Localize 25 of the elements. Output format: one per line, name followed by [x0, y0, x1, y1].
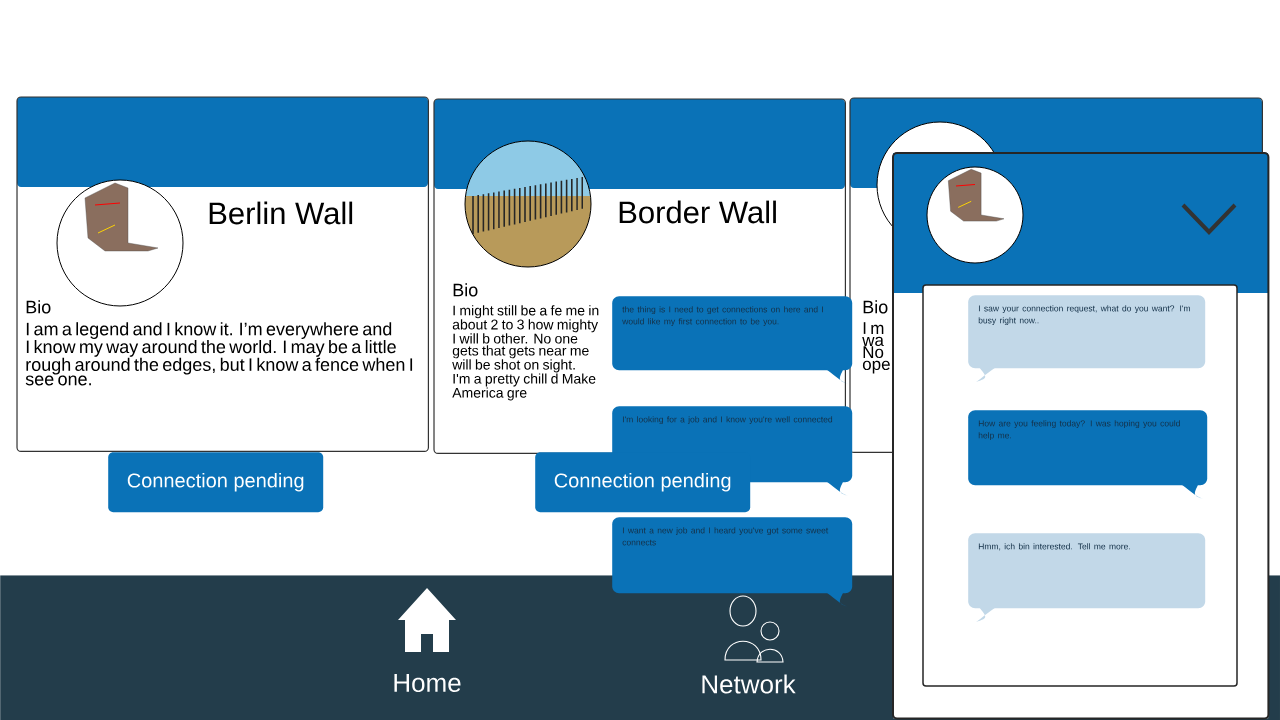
- nav-label: Home: [394, 673, 461, 693]
- message-text: I'm looking for a job and I know you're well connected: [623, 416, 833, 425]
- bio-text: I might still be a fe me in about 2 to 3 how mighty I will b other. No one gets that gets near me will be shot on sight. I'm a pretty chill d Make America gre: [452, 305, 599, 401]
- message-text: the thing is I need to get connections on here and I would like my first connection to be you.: [622, 306, 823, 327]
- pending-button: Connection pending: [108, 452, 324, 513]
- chat-bubble: [968, 295, 1206, 382]
- bio-heading: Bio: [453, 283, 478, 297]
- nav-label: Network: [702, 674, 796, 694]
- chat-bubble: [612, 296, 853, 384]
- chat-bubble: [968, 533, 1206, 622]
- message-text: Hmm, ich bin interested. Tell me more.: [978, 543, 1130, 551]
- message-text: How are you feeling today? I was hoping you could help me.: [978, 420, 1180, 441]
- pending-button: Connection pending: [535, 452, 751, 513]
- node-label: Connection pending: [554, 472, 731, 492]
- bio-heading: Bio: [863, 300, 888, 314]
- bio-text: I am a legend and I know it. I’m everywhere and I know my way around the world. I may be a little rough around the edges, but I know a fence when I see one.: [25, 322, 413, 386]
- message-text: I saw your connection request, what do you want? I'm busy right now..: [978, 305, 1190, 326]
- bio-text: I m wa No ope: [862, 322, 890, 374]
- card-title: Berlin Wall: [209, 201, 353, 225]
- card-title: Border Wall: [619, 200, 776, 224]
- message-text: I want a new job and I heard you've got some sweet connects: [622, 527, 829, 546]
- profile-card: [16, 96, 429, 452]
- chat-bubble: [612, 517, 853, 607]
- bio-heading: Bio: [26, 300, 51, 314]
- chat-bubble: [968, 410, 1208, 499]
